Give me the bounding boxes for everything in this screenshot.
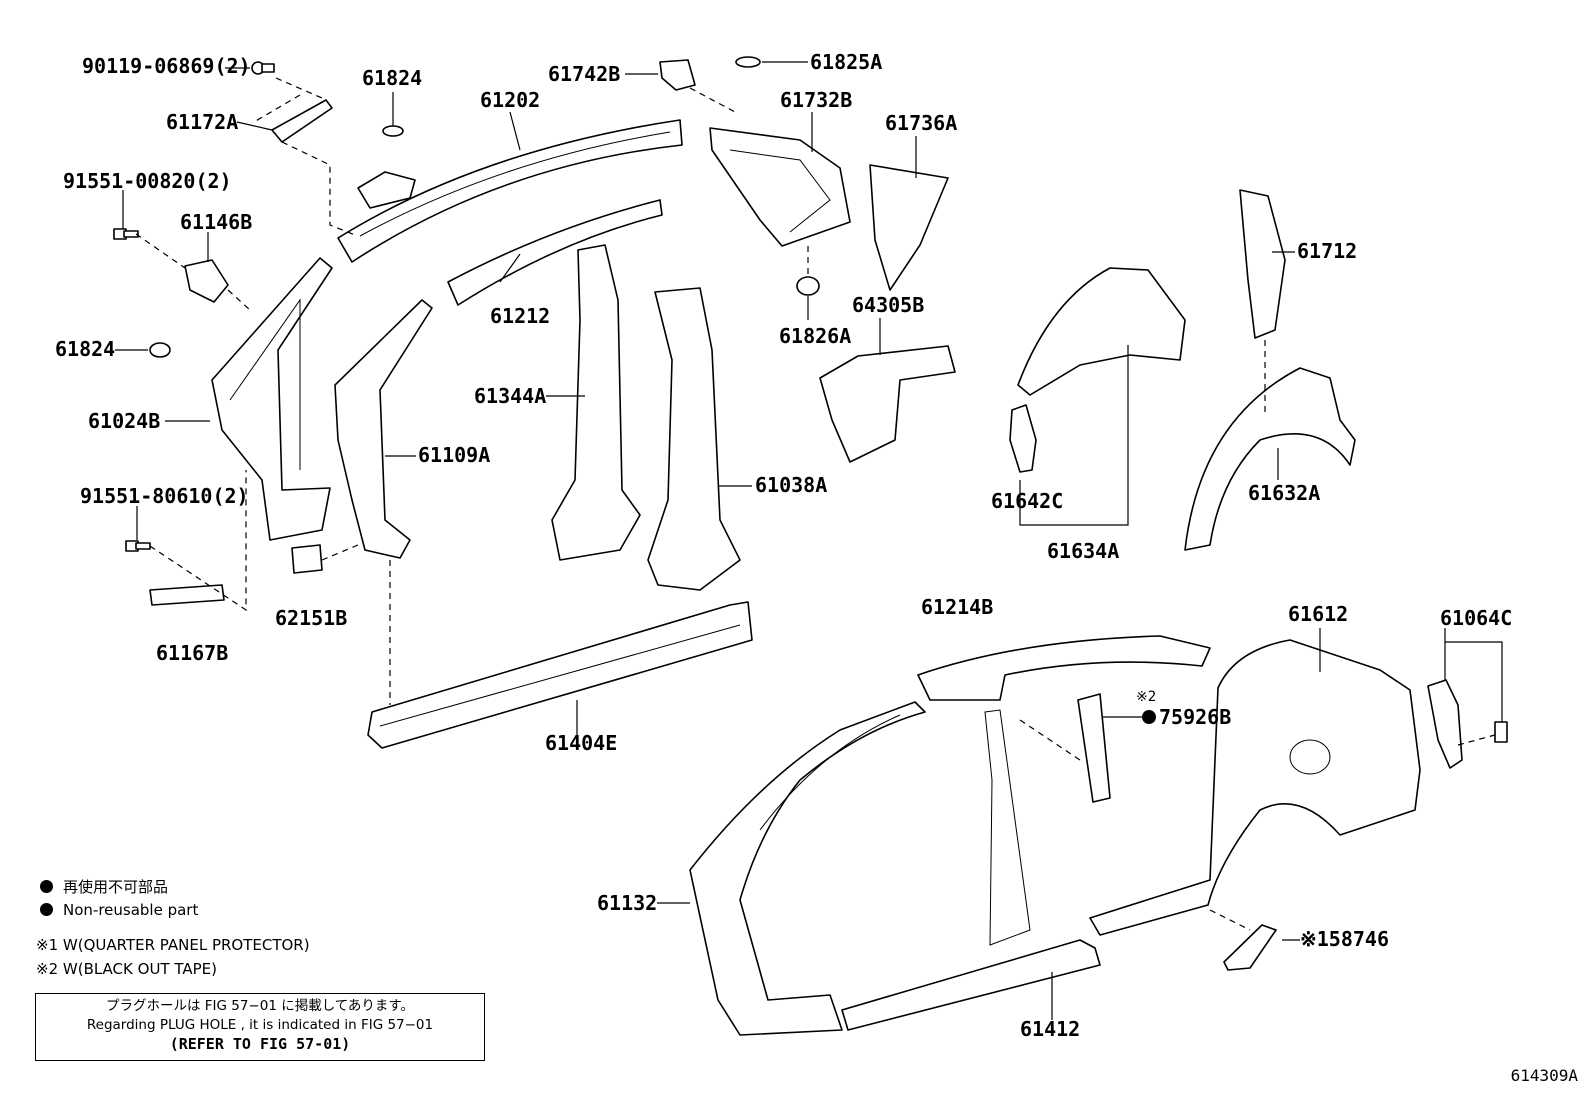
label-62151b: 62151B xyxy=(275,606,347,630)
note-1: ※1 W(QUARTER PANEL PROTECTOR) xyxy=(36,936,310,954)
bracket-61742b-shape xyxy=(659,59,696,91)
label-91551-80610: 91551-80610(2) xyxy=(80,484,249,508)
plug-61824-left-shape xyxy=(149,342,171,358)
bolt-91551-80610-shape xyxy=(125,540,151,552)
panel-61132-shape xyxy=(689,701,926,1036)
label-61212: 61212 xyxy=(490,304,550,328)
tape-75926b-shape xyxy=(1077,693,1111,803)
pillar-61038a-shape xyxy=(647,287,741,591)
label-61404e: 61404E xyxy=(545,731,617,755)
label-61824-top: 61824 xyxy=(362,66,422,90)
non-reusable-dot-75926b xyxy=(1142,710,1156,724)
legend-jp: 再使用不可部品 xyxy=(40,876,168,897)
bolt-90119-shape xyxy=(251,61,275,75)
bracket-61172a-shape xyxy=(271,99,333,143)
wheelhouse-61634a-shape xyxy=(1017,267,1186,396)
bracket-61642c-shape xyxy=(1009,404,1037,473)
label-61202: 61202 xyxy=(480,88,540,112)
pillar-61712-shape xyxy=(1239,189,1286,339)
label-61742b: 61742B xyxy=(548,62,620,86)
figure-id: 614309A xyxy=(1510,1066,1578,1085)
gusset-61736a-shape xyxy=(869,164,949,291)
label-61642c: 61642C xyxy=(991,489,1063,513)
label-90119-06869: 90119-06869(2) xyxy=(82,54,251,78)
legend-jp-text: 再使用不可部品 xyxy=(63,878,169,896)
bracket-64305b-shape xyxy=(819,345,956,463)
plate-61167b-shape xyxy=(149,584,225,606)
panel-61612-shape xyxy=(1089,639,1421,936)
label-61132: 61132 xyxy=(597,891,657,915)
pillar-61109a-shape xyxy=(334,299,433,559)
label-61826a: 61826A xyxy=(779,324,851,348)
note-line-jp: プラグホールは FIG 57−01 に掲載してあります。 xyxy=(105,998,415,1014)
protector-158746-shape xyxy=(1223,924,1277,971)
label-91551-00820: 91551-00820(2) xyxy=(63,169,232,193)
legend-en-text: Non-reusable part xyxy=(63,901,199,919)
wheelhouse-61632a-shape xyxy=(1184,367,1356,551)
label-75926b-mark: ※2 xyxy=(1136,689,1156,705)
label-61712: 61712 xyxy=(1297,239,1357,263)
label-61038a: 61038A xyxy=(755,473,827,497)
label-61344a: 61344A xyxy=(474,384,546,408)
pillar-61024b-shape xyxy=(211,257,333,541)
rail-61202-shape xyxy=(337,119,683,263)
label-61412: 61412 xyxy=(1020,1017,1080,1041)
dashed-lines xyxy=(135,77,1496,931)
label-61632a: 61632A xyxy=(1248,481,1320,505)
plug-hole-note-box: プラグホールは FIG 57−01 に掲載してあります。 Regarding P… xyxy=(35,993,485,1061)
label-61732b: 61732B xyxy=(780,88,852,112)
label-61736a: 61736A xyxy=(885,111,957,135)
label-158746: ※158746 xyxy=(1300,927,1389,951)
rail-61212-shape xyxy=(447,199,663,306)
clip-61064c-small-shape xyxy=(1494,721,1508,743)
label-61109a: 61109A xyxy=(418,443,490,467)
label-64305b: 64305B xyxy=(852,293,924,317)
legend-en: Non-reusable part xyxy=(40,901,198,919)
label-61024b: 61024B xyxy=(88,409,160,433)
part-shapes xyxy=(113,56,1508,1036)
label-75926b: 75926B xyxy=(1159,705,1231,729)
label-61064c: 61064C xyxy=(1440,606,1512,630)
rocker-61412-shape xyxy=(841,939,1101,1031)
bolt-91551-00820-shape xyxy=(113,228,139,240)
plug-61825a-shape xyxy=(735,56,761,68)
non-reusable-dot-icon xyxy=(40,903,53,916)
rail-61214b-shape xyxy=(917,635,1211,701)
label-61146b: 61146B xyxy=(180,210,252,234)
base-61824-shape xyxy=(357,171,416,209)
label-61172a: 61172A xyxy=(166,110,238,134)
non-reusable-dot-icon xyxy=(40,880,53,893)
note-line-en: Regarding PLUG HOLE , it is indicated in… xyxy=(86,1017,434,1033)
part-labels: 90119-06869(2) 61172A 61824 61202 61742B… xyxy=(55,50,1512,1041)
panel-61732b-shape xyxy=(709,127,851,247)
label-61634a: 61634A xyxy=(1047,539,1119,563)
plug-61824-top-shape xyxy=(382,125,404,137)
note-2: ※2 W(BLACK OUT TAPE) xyxy=(36,960,217,978)
label-61167b: 61167B xyxy=(156,641,228,665)
pillar-61344a-shape xyxy=(551,244,641,561)
block-62151b-shape xyxy=(291,544,323,574)
label-61824-left: 61824 xyxy=(55,337,115,361)
plug-61826a-shape xyxy=(796,276,820,296)
label-61214b: 61214B xyxy=(921,595,993,619)
note-line-refer: (REFER TO FIG 57-01) xyxy=(169,1035,351,1053)
label-61612: 61612 xyxy=(1288,602,1348,626)
label-61825a: 61825A xyxy=(810,50,882,74)
clip-61064c-shape xyxy=(1427,679,1463,769)
bracket-61146b-shape xyxy=(184,259,229,303)
